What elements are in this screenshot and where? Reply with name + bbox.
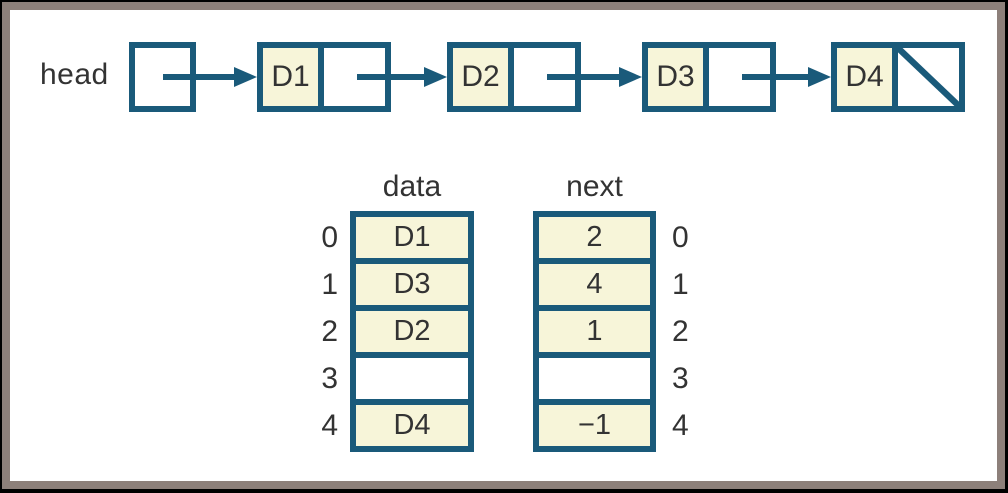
data-array-cell: D2 xyxy=(356,311,468,352)
list-node-d4: D4 xyxy=(831,42,965,112)
node-d3-data-cell: D3 xyxy=(648,48,709,106)
arrowhead-d1-to-d2 xyxy=(424,67,447,87)
next-array: 2 4 1 −1 xyxy=(533,211,656,452)
data-array-cell: D3 xyxy=(356,264,468,305)
node-d4-data-cell: D4 xyxy=(837,48,898,106)
index-label: 1 xyxy=(672,267,689,301)
node-d4-null-pointer-cell xyxy=(898,48,959,106)
data-array-cell: D4 xyxy=(356,405,468,446)
next-array-index-column: 0 1 2 3 4 xyxy=(672,211,712,452)
index-label: 1 xyxy=(321,267,338,301)
index-label: 2 xyxy=(321,314,338,348)
data-array-cell-empty xyxy=(356,358,468,399)
arrow-d1-to-d2 xyxy=(357,74,430,80)
next-array-cell: 2 xyxy=(539,217,650,258)
next-array-cell: −1 xyxy=(539,405,650,446)
data-array: D1 D3 D2 D4 xyxy=(350,211,474,452)
linked-list-diagram: head D1 D2 D3 D4 xyxy=(10,10,997,481)
null-slash-icon xyxy=(898,48,959,106)
data-array-index-column: 0 1 2 3 4 xyxy=(298,211,338,452)
next-array-cell: 4 xyxy=(539,264,650,305)
head-pointer-label: head xyxy=(40,58,109,91)
arrow-d3-to-d4 xyxy=(742,74,814,80)
arrowhead-head-to-d1 xyxy=(234,67,257,87)
next-array-cell: 1 xyxy=(539,311,650,352)
arrow-d2-to-d3 xyxy=(547,74,625,80)
index-label: 4 xyxy=(672,408,689,442)
index-label: 2 xyxy=(672,314,689,348)
node-d2-data-cell: D2 xyxy=(453,48,514,106)
index-label: 3 xyxy=(321,361,338,395)
arrow-head-to-d1 xyxy=(163,74,241,80)
index-label: 4 xyxy=(321,408,338,442)
data-array-cell: D1 xyxy=(356,217,468,258)
arrowhead-d3-to-d4 xyxy=(808,67,831,87)
next-array-cell-empty xyxy=(539,358,650,399)
next-array-label: next xyxy=(566,170,623,203)
index-label: 0 xyxy=(321,220,338,254)
index-label: 0 xyxy=(672,220,689,254)
index-label: 3 xyxy=(672,361,689,395)
node-d1-data-cell: D1 xyxy=(263,48,324,106)
arrowhead-d2-to-d3 xyxy=(619,67,642,87)
data-array-label: data xyxy=(382,170,442,203)
